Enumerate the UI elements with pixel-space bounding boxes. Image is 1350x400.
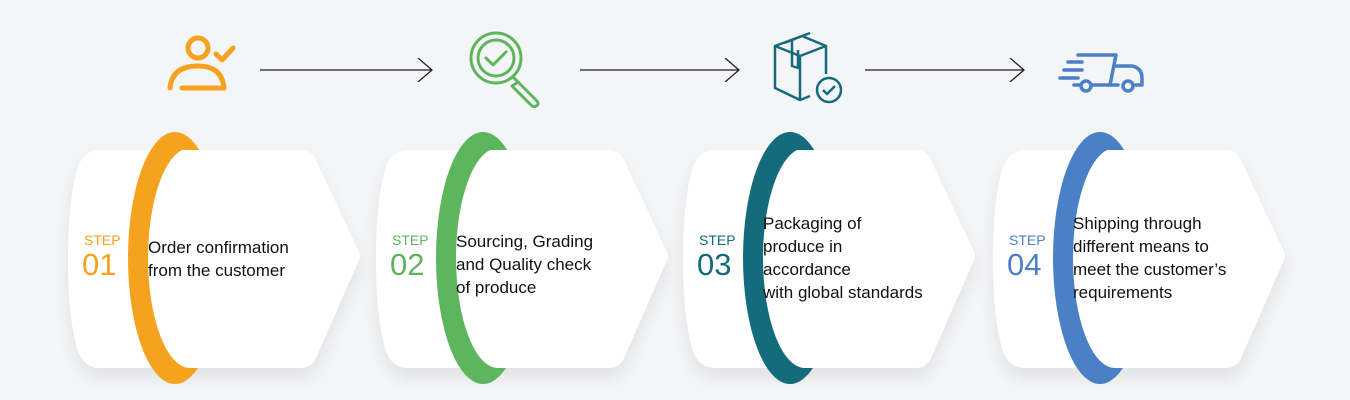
step-description: Shipping through different means to meet t…	[1073, 212, 1273, 304]
step-description-line: from the customer	[148, 261, 285, 280]
step-description: Packaging of produce in accordance with glo…	[763, 212, 963, 304]
step-description-line: with global standards	[763, 283, 923, 302]
step-description-line: Shipping through	[1073, 214, 1202, 233]
delivery-truck-icon	[1058, 53, 1144, 93]
step-number: 01	[82, 247, 117, 282]
package-check-icon	[773, 31, 843, 104]
arrow-right-icon	[580, 58, 740, 82]
step-card-1: STEP 01 Order confirmation from the custo…	[60, 130, 370, 400]
step-card-3: STEP 03 Packaging of produce in accordance…	[675, 130, 985, 400]
step-label: STEP	[392, 232, 429, 248]
step-number: 03	[697, 247, 732, 282]
magnifier-check-icon	[469, 31, 540, 108]
step-description-line: meet the customer’s	[1073, 260, 1227, 279]
step-description-line: accordance	[763, 260, 851, 279]
step-description-line: produce in	[763, 237, 843, 256]
step-description: Order confirmation from the customer	[148, 236, 348, 282]
user-check-icon	[167, 35, 236, 91]
step-description-line: Order confirmation	[148, 238, 289, 257]
step-label: STEP	[84, 232, 121, 248]
step-card-shape	[68, 132, 360, 384]
step-card-2: STEP 02 Sourcing, Grading and Quality che…	[368, 130, 678, 400]
step-description-line: Sourcing, Grading	[456, 232, 594, 251]
step-card-shape	[993, 132, 1285, 384]
step-card-shape	[683, 132, 975, 384]
step-number: 04	[1007, 247, 1042, 282]
step-description-line: requirements	[1073, 283, 1173, 302]
step-description-line: Packaging of	[763, 214, 862, 233]
arrow-right-icon	[865, 58, 1025, 82]
step-description-line: different means to	[1073, 237, 1209, 256]
step-number: 02	[390, 247, 425, 282]
step-label: STEP	[1009, 232, 1046, 248]
step-description-line: and Quality check	[456, 255, 592, 274]
step-card-4: STEP 04 Shipping through different means …	[985, 130, 1295, 400]
step-description-line: of produce	[456, 278, 537, 297]
step-label: STEP	[699, 232, 736, 248]
step-description: Sourcing, Grading and Quality check of pro…	[456, 230, 656, 299]
step-card-shape	[376, 132, 668, 384]
arrow-right-icon	[260, 58, 433, 82]
